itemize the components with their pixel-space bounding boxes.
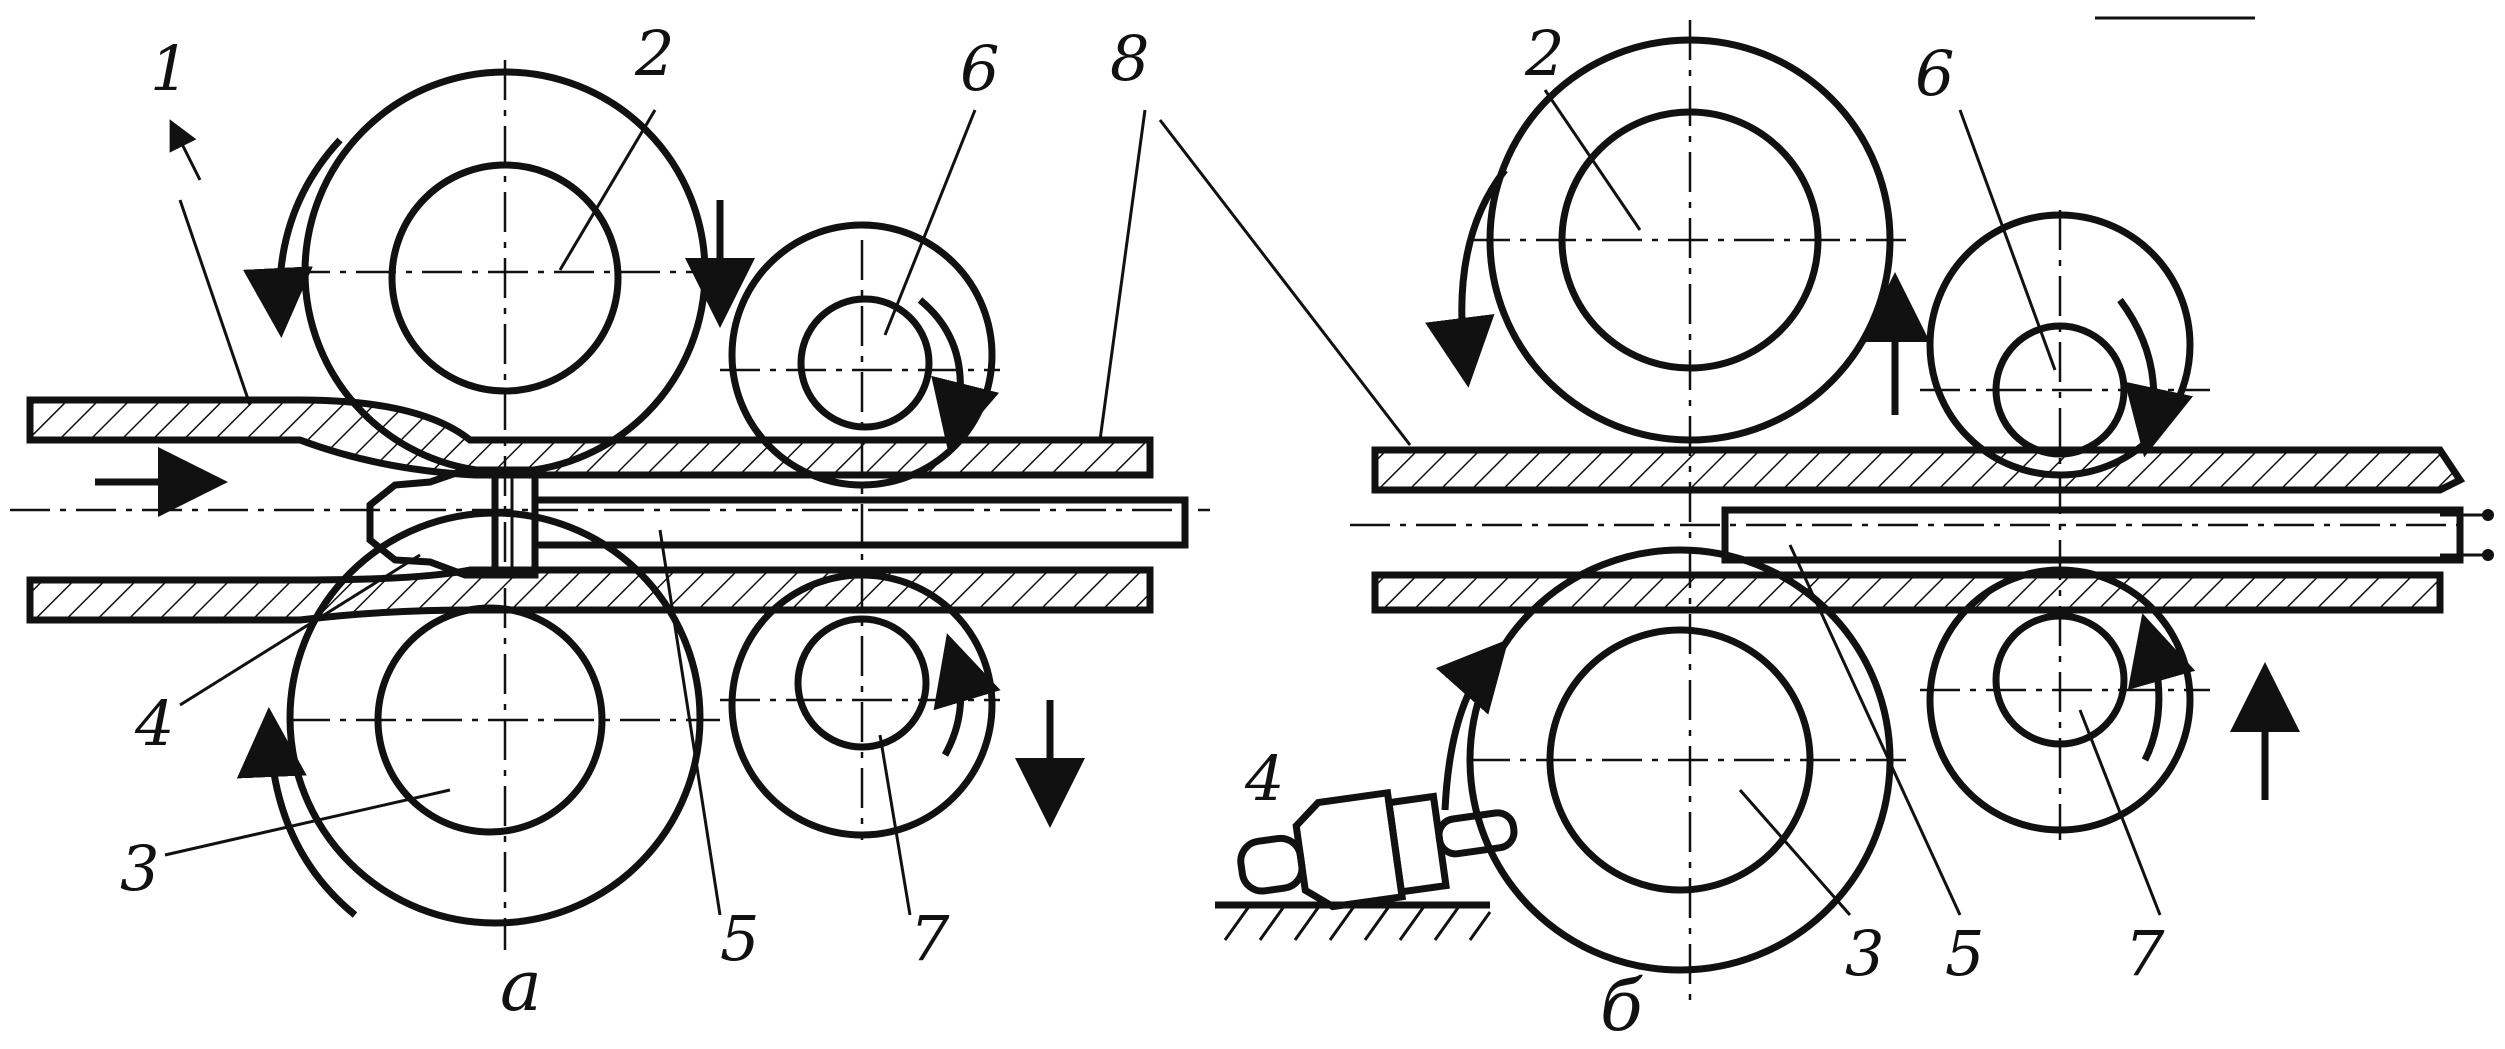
label-6-a: 6 (960, 32, 999, 105)
rotation-arrow-6-a (917, 297, 1000, 453)
label-6-b: 6 (1915, 37, 1954, 110)
label-2-b: 2 (1524, 17, 1564, 90)
rotation-arrow-3-b (1435, 639, 1509, 811)
label-3-a: 3 (120, 832, 159, 905)
motion-arrow-1-a (169, 119, 202, 181)
rotation-arrow-3-a (236, 707, 358, 918)
caption-a: а (500, 945, 542, 1027)
label-4-a: 4 (134, 687, 174, 760)
rotation-arrow-7-a (933, 633, 1001, 757)
rotation-arrow-2-b (1425, 167, 1508, 388)
rod-5-b (1721, 506, 2464, 564)
tube-a (26, 396, 1154, 624)
label-8-a: 8 (1110, 22, 1149, 95)
roll-7-hub-a (794, 615, 930, 751)
label-4-b: 4 (1244, 742, 1284, 815)
label-3-b: 3 (1845, 917, 1884, 990)
label-5-a: 5 (720, 902, 759, 975)
label-2-a: 2 (634, 17, 674, 90)
rotation-arrow-7-b (2127, 613, 2196, 762)
label-1-a: 1 (150, 32, 189, 105)
label-5-b: 5 (1945, 917, 1984, 990)
label-7-b: 7 (2125, 917, 2165, 990)
rotation-arrow-6-b (2117, 297, 2194, 458)
label-7-a: 7 (910, 902, 950, 975)
caption-b: б (1600, 965, 1643, 1047)
tube-b (1371, 446, 2466, 614)
panel-a: 1 2 6 8 4 3 5 7 а (10, 17, 1210, 1027)
base-surface-b (1215, 901, 1492, 941)
mandrel-4-removed-b (1237, 788, 1518, 911)
roll-6-hub-a (797, 295, 933, 431)
roll-6-ring-a (728, 221, 996, 489)
rod-5-a (531, 496, 1189, 549)
panel-b: 2 6 4 3 5 7 б (1158, 17, 2494, 1047)
rotation-arrow-2-a (242, 137, 343, 338)
mandrel-a (366, 466, 539, 579)
